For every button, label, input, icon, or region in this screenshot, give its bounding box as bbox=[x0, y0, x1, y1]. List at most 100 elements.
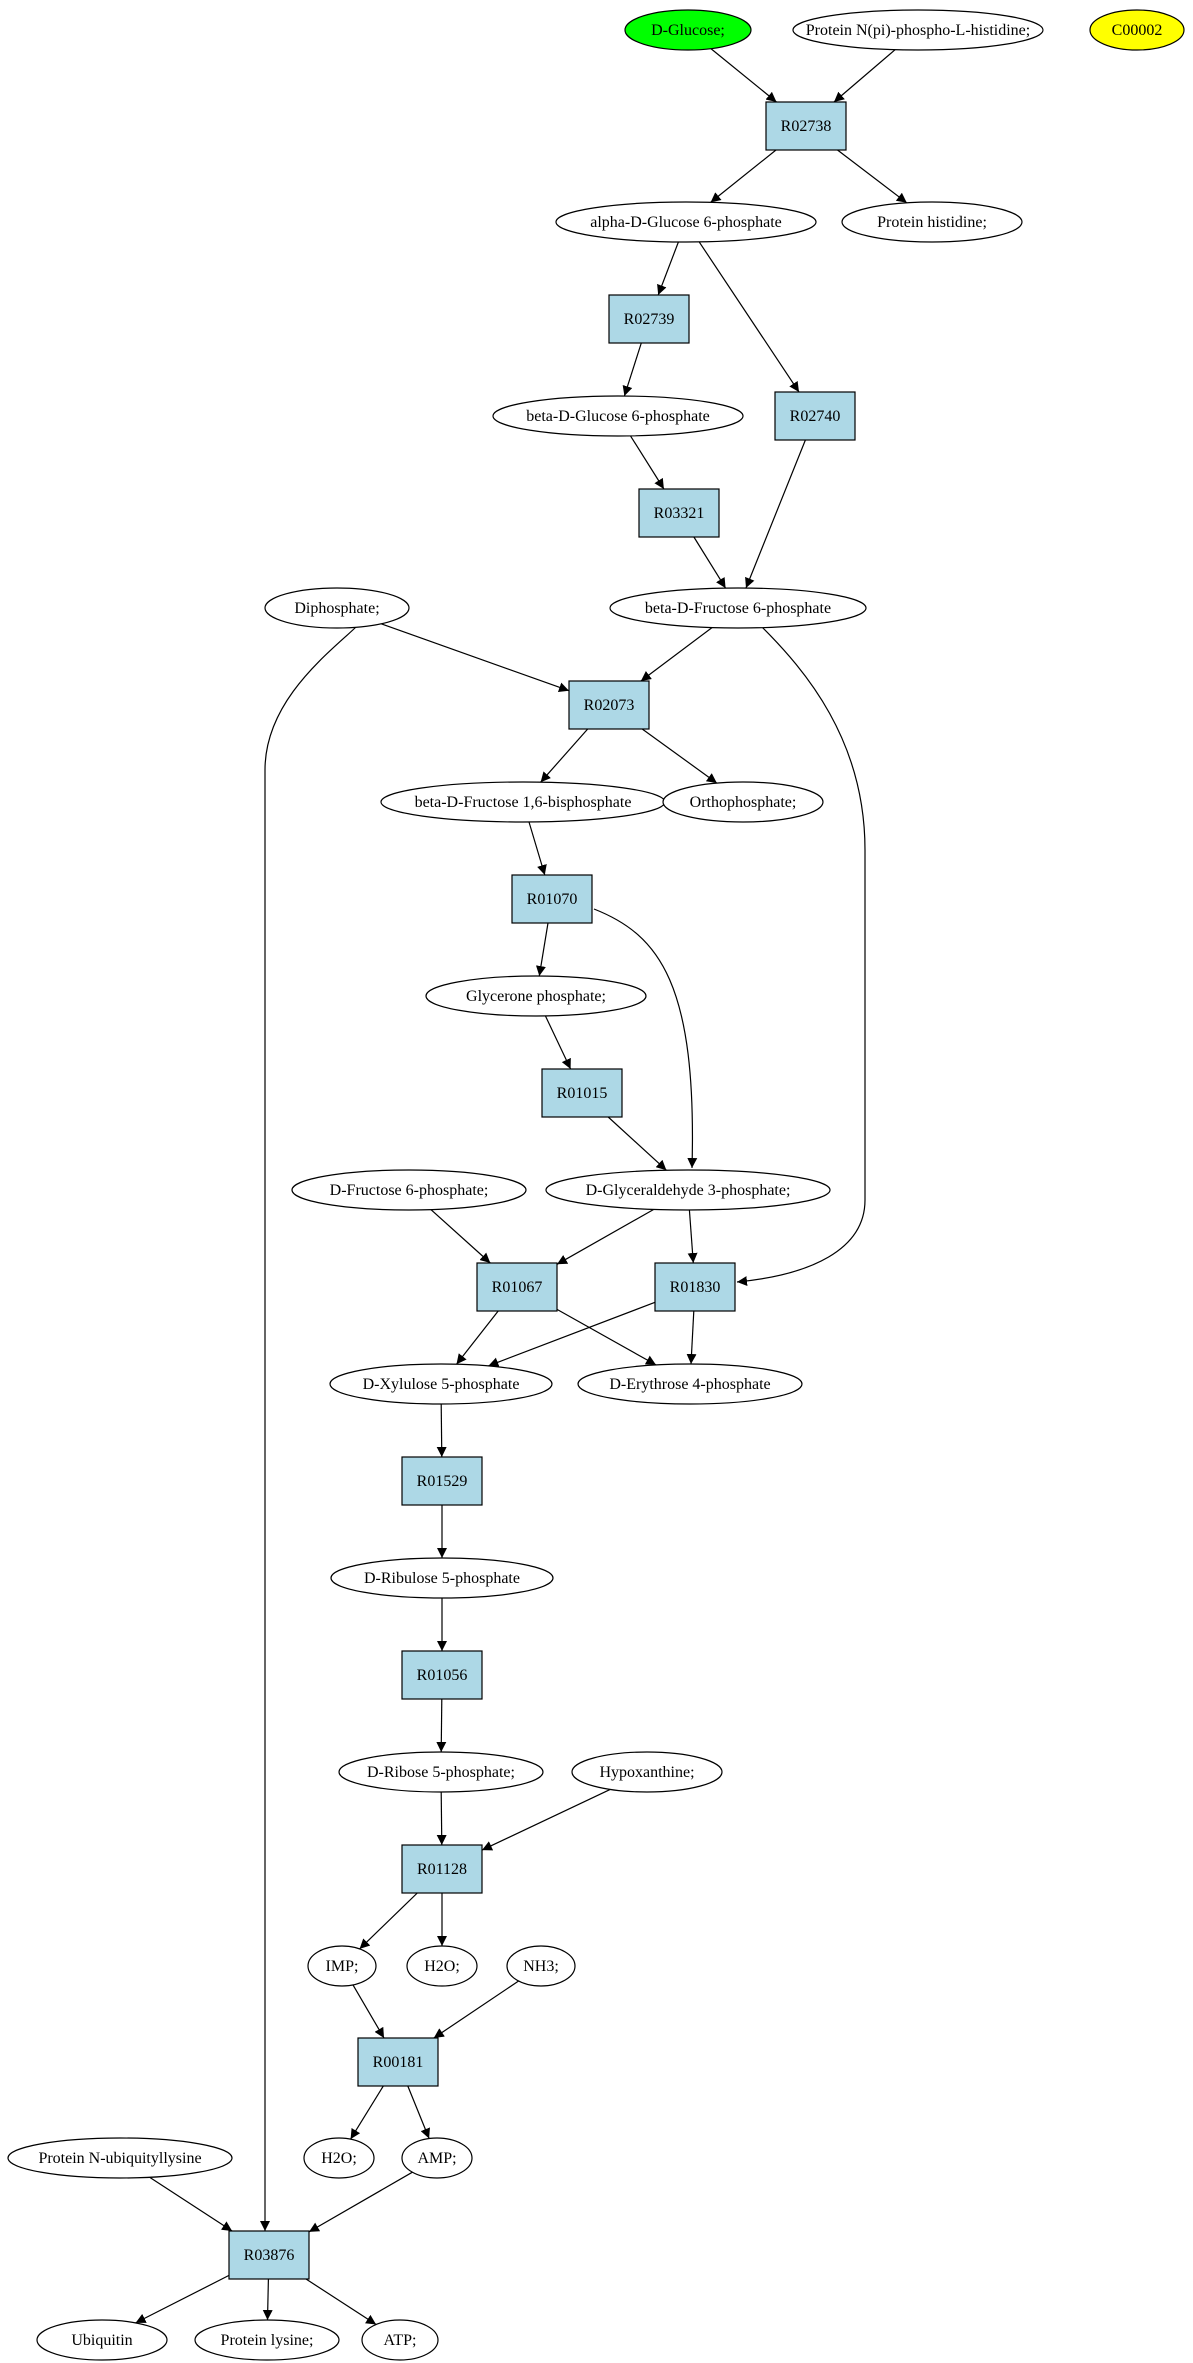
reaction-box bbox=[568, 680, 650, 730]
compound-node-df6p[interactable]: D-Fructose 6-phosphate; bbox=[291, 1169, 527, 1211]
compound-node-orthophos[interactable]: Orthophosphate; bbox=[662, 781, 824, 823]
edge-r01128-to-imp bbox=[359, 1892, 418, 1950]
node-label: R01070 bbox=[527, 891, 578, 908]
reaction-node-r03876[interactable]: R03876 bbox=[228, 2230, 310, 2280]
compound-node-imp[interactable]: IMP; bbox=[307, 1945, 377, 1987]
reaction-node-r02738[interactable]: R02738 bbox=[765, 101, 847, 151]
reaction-node-r03321[interactable]: R03321 bbox=[638, 488, 720, 538]
compound-node-hypox[interactable]: Hypoxanthine; bbox=[571, 1751, 723, 1793]
edge-protnpi-to-r02738 bbox=[833, 49, 896, 103]
edge-bdg6p-to-r03321 bbox=[629, 435, 665, 490]
compound-ellipse bbox=[609, 587, 867, 629]
compound-node-bdf6p[interactable]: beta-D-Fructose 6-phosphate bbox=[609, 587, 867, 629]
node-label: Protein histidine; bbox=[877, 214, 987, 231]
reaction-node-r00181[interactable]: R00181 bbox=[357, 2037, 439, 2087]
edge-r01015-to-dg3p bbox=[607, 1116, 667, 1171]
compound-node-bdg6p[interactable]: beta-D-Glucose 6-phosphate bbox=[492, 395, 744, 437]
compound-node-prothis[interactable]: Protein histidine; bbox=[841, 201, 1023, 243]
edge-diphos-to-r03876 bbox=[260, 626, 357, 2231]
edge-bdf6p-to-r02073 bbox=[640, 627, 713, 682]
reaction-box bbox=[638, 488, 720, 538]
edge-hypox-to-r01128 bbox=[481, 1788, 611, 1851]
compound-ellipse bbox=[338, 1751, 544, 1793]
reaction-node-r01830[interactable]: R01830 bbox=[654, 1262, 736, 1312]
edge-r01067-to-de4p bbox=[556, 1308, 657, 1366]
edge-adg6p-to-r02740 bbox=[698, 241, 800, 393]
compound-node-c00002[interactable]: C00002 bbox=[1089, 9, 1185, 51]
reaction-node-r01056[interactable]: R01056 bbox=[401, 1650, 483, 1700]
node-label: beta-D-Glucose 6-phosphate bbox=[526, 408, 710, 425]
node-label: ATP; bbox=[384, 2332, 417, 2349]
node-label: Hypoxanthine; bbox=[599, 1764, 694, 1781]
node-label: D-Xylulose 5-phosphate bbox=[363, 1376, 520, 1393]
compound-node-nh3[interactable]: NH3; bbox=[506, 1945, 576, 1987]
node-label: H2O; bbox=[424, 1958, 460, 1975]
edge-r02739-to-bdg6p bbox=[622, 342, 642, 397]
compound-ellipse bbox=[7, 2137, 233, 2179]
edge-r01056-to-dr5p bbox=[436, 1698, 447, 1753]
reaction-node-r01067[interactable]: R01067 bbox=[476, 1262, 558, 1312]
compound-ellipse bbox=[361, 2319, 439, 2361]
compound-node-dg3p[interactable]: D-Glyceraldehyde 3-phosphate; bbox=[545, 1169, 831, 1211]
edge-r02073-to-orthophos bbox=[641, 728, 718, 784]
reaction-node-r01070[interactable]: R01070 bbox=[511, 874, 593, 924]
compound-node-dglucose[interactable]: D-Glucose; bbox=[624, 9, 752, 51]
edge-bdf16bp-to-r01070 bbox=[528, 821, 547, 876]
node-label: R01015 bbox=[557, 1085, 608, 1102]
reaction-node-r01128[interactable]: R01128 bbox=[401, 1844, 483, 1894]
node-label: Protein N(pi)-phospho-L-histidine; bbox=[806, 22, 1030, 39]
compound-node-h2o_a[interactable]: H2O; bbox=[406, 1945, 478, 1987]
compound-node-dx5p[interactable]: D-Xylulose 5-phosphate bbox=[329, 1363, 553, 1405]
edge-r03876-to-atp bbox=[305, 2278, 377, 2326]
compound-ellipse bbox=[492, 395, 744, 437]
compound-ellipse bbox=[330, 1557, 554, 1599]
node-label: D-Glucose; bbox=[651, 22, 725, 39]
compound-node-diphos[interactable]: Diphosphate; bbox=[264, 587, 410, 629]
compound-node-gp[interactable]: Glycerone phosphate; bbox=[425, 975, 647, 1017]
edge-dr5p-to-r01128 bbox=[436, 1791, 447, 1846]
compound-node-protlys[interactable]: Protein lysine; bbox=[194, 2319, 340, 2361]
compound-node-h2o_b[interactable]: H2O; bbox=[303, 2137, 375, 2179]
compound-node-amp[interactable]: AMP; bbox=[401, 2137, 473, 2179]
edge-protnub-to-r03876 bbox=[149, 2176, 233, 2232]
node-label: D-Erythrose 4-phosphate bbox=[609, 1376, 770, 1393]
node-label: R02739 bbox=[624, 311, 675, 328]
node-label: D-Glyceraldehyde 3-phosphate; bbox=[586, 1182, 791, 1199]
edge-r02738-to-adg6p bbox=[710, 149, 777, 203]
reaction-box bbox=[401, 1456, 483, 1506]
edge-imp-to-r00181 bbox=[352, 1984, 385, 2039]
compound-ellipse bbox=[401, 2137, 473, 2179]
compound-ellipse bbox=[307, 1945, 377, 1987]
reaction-box bbox=[608, 294, 690, 344]
reaction-box bbox=[228, 2230, 310, 2280]
compound-ellipse bbox=[841, 201, 1023, 243]
node-label: beta-D-Fructose 1,6-bisphosphate bbox=[415, 794, 632, 811]
compound-node-atp[interactable]: ATP; bbox=[361, 2319, 439, 2361]
compound-node-protnpi[interactable]: Protein N(pi)-phospho-L-histidine; bbox=[792, 9, 1044, 51]
node-label: R02073 bbox=[584, 697, 635, 714]
compound-ellipse bbox=[264, 587, 410, 629]
reaction-node-r02740[interactable]: R02740 bbox=[774, 391, 856, 441]
node-label: R00181 bbox=[373, 2054, 424, 2071]
reaction-box bbox=[511, 874, 593, 924]
compound-node-de4p[interactable]: D-Erythrose 4-phosphate bbox=[577, 1363, 803, 1405]
compound-ellipse bbox=[194, 2319, 340, 2361]
node-label: H2O; bbox=[321, 2150, 357, 2167]
compound-node-adg6p[interactable]: alpha-D-Glucose 6-phosphate bbox=[555, 201, 817, 243]
reaction-node-r02073[interactable]: R02073 bbox=[568, 680, 650, 730]
compound-node-bdf16bp[interactable]: beta-D-Fructose 1,6-bisphosphate bbox=[380, 781, 666, 823]
edge-diphos-to-r02073 bbox=[380, 623, 570, 693]
reaction-node-r01529[interactable]: R01529 bbox=[401, 1456, 483, 1506]
compound-ellipse bbox=[406, 1945, 478, 1987]
compound-ellipse bbox=[571, 1751, 723, 1793]
compound-node-protnub[interactable]: Protein N-ubiquityllysine bbox=[7, 2137, 233, 2179]
reaction-node-r02739[interactable]: R02739 bbox=[608, 294, 690, 344]
compound-ellipse bbox=[425, 975, 647, 1017]
edge-dg3p-to-r01830 bbox=[687, 1209, 698, 1264]
reaction-node-r01015[interactable]: R01015 bbox=[541, 1068, 623, 1118]
compound-node-dr5p[interactable]: D-Ribose 5-phosphate; bbox=[338, 1751, 544, 1793]
compound-node-ubiq[interactable]: Ubiquitin bbox=[36, 2319, 168, 2361]
compound-node-dru5p[interactable]: D-Ribulose 5-phosphate bbox=[330, 1557, 554, 1599]
reaction-box bbox=[654, 1262, 736, 1312]
